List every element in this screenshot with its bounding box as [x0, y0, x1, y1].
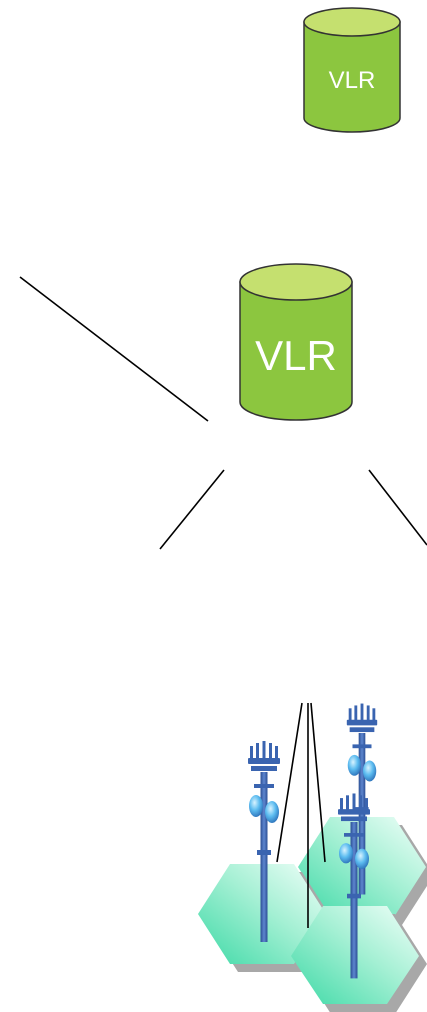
cell-cluster: [198, 817, 427, 1012]
link-line: [19, 276, 209, 422]
vlr-database-large: VLR: [239, 263, 353, 421]
link-line: [368, 469, 427, 546]
vlr-label-large: VLR: [255, 332, 337, 379]
vlr-database-small: VLR: [303, 7, 401, 133]
link-line: [159, 469, 225, 550]
tower-feed-lines: [276, 702, 326, 928]
feed-line: [276, 702, 303, 863]
feed-line: [310, 702, 326, 863]
vlr-label-small: VLR: [329, 67, 376, 94]
connector-lines: [19, 276, 427, 550]
